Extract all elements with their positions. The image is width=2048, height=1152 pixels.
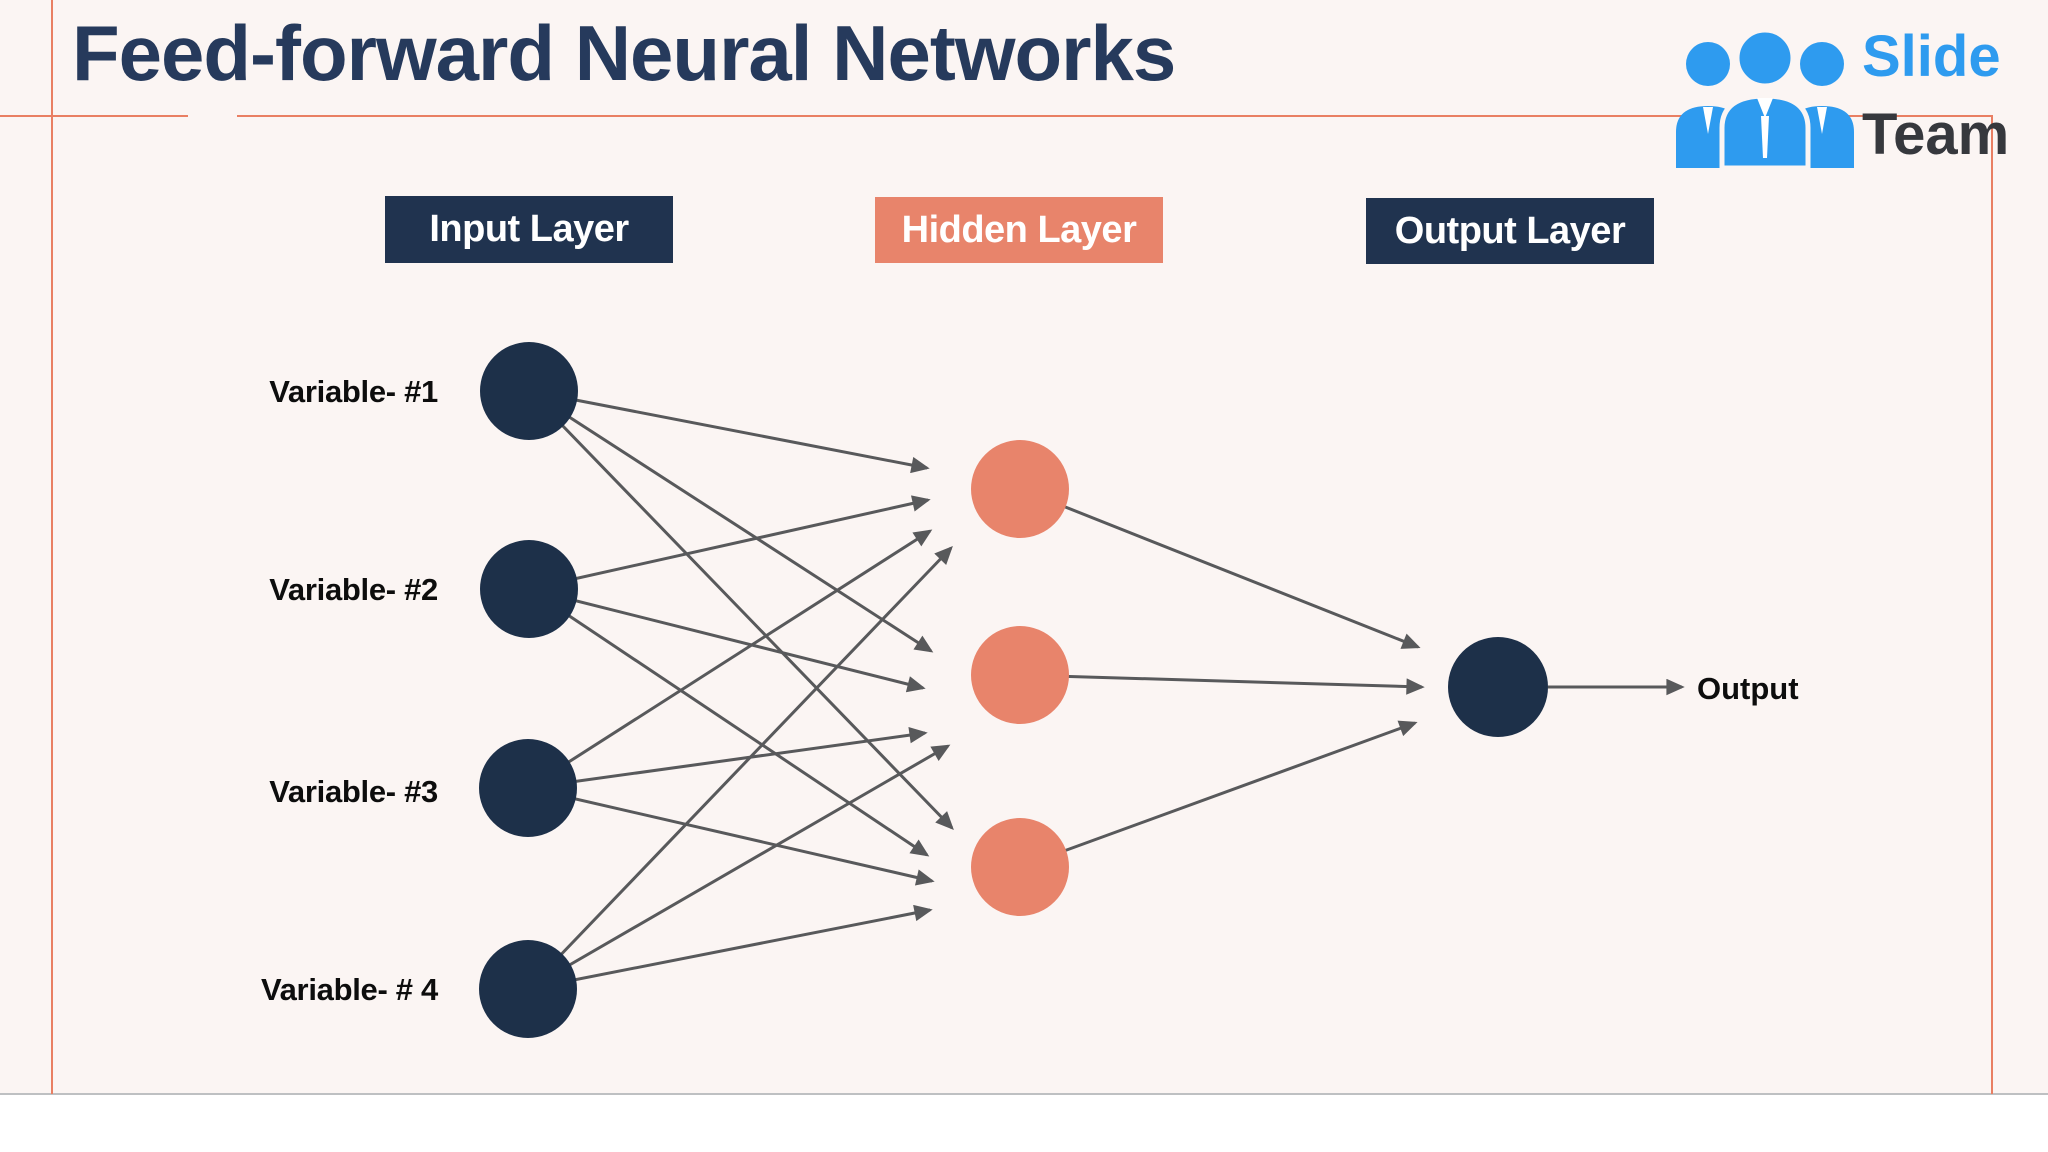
edge-input-to-hidden-8 bbox=[527, 744, 951, 991]
accent-horizontal-line-segment-b bbox=[237, 115, 1993, 117]
input-node-1 bbox=[480, 342, 578, 440]
edge-input-to-hidden-6 bbox=[528, 587, 926, 693]
accent-vertical-line-right bbox=[1991, 115, 1993, 1094]
logo-text-team: Team bbox=[1862, 102, 2010, 167]
edge-input-to-hidden-9 bbox=[527, 389, 954, 830]
hidden-node-3 bbox=[971, 818, 1069, 916]
edge-input-to-hidden-3 bbox=[527, 529, 933, 790]
edge-input-to-hidden-2 bbox=[528, 495, 931, 591]
accent-horizontal-line-segment-a bbox=[0, 115, 188, 117]
hidden-node-1 bbox=[971, 440, 1069, 538]
edge-input-to-hidden-11 bbox=[527, 786, 935, 886]
nodes-group bbox=[479, 342, 1548, 1038]
input-node-label-3: Variable- #3 bbox=[269, 774, 438, 809]
output-layer-badge: Output Layer bbox=[1366, 198, 1654, 264]
people-icon bbox=[1676, 28, 1854, 168]
hidden-layer-badge: Hidden Layer bbox=[875, 197, 1163, 263]
edge-input-to-hidden-5 bbox=[528, 389, 934, 653]
edge-input-to-hidden-4 bbox=[526, 546, 953, 991]
input-node-4 bbox=[479, 940, 577, 1038]
input-node-3 bbox=[479, 739, 577, 837]
accent-vertical-line-left bbox=[51, 0, 53, 1094]
edge-input-to-hidden-12 bbox=[527, 904, 933, 991]
hidden-node-2 bbox=[971, 626, 1069, 724]
edges-group bbox=[526, 389, 1685, 991]
edge-input-to-hidden-7 bbox=[527, 726, 928, 790]
edge-input-to-hidden-10 bbox=[528, 587, 930, 857]
input-node-label-2: Variable- #2 bbox=[269, 572, 438, 607]
output-node-1 bbox=[1448, 637, 1548, 737]
slideteam-logo: Slide Team bbox=[1662, 6, 2048, 174]
edge-hidden-to-output-2 bbox=[1019, 673, 1425, 695]
edge-input-to-hidden-1 bbox=[528, 389, 930, 474]
input-node-2 bbox=[480, 540, 578, 638]
edge-hidden-to-output-1 bbox=[1019, 487, 1421, 649]
output-label: Output bbox=[1697, 671, 1799, 706]
page-title: Feed-forward Neural Networks bbox=[72, 9, 1176, 97]
input-layer-badge: Input Layer bbox=[385, 196, 673, 263]
input-node-label-1: Variable- #1 bbox=[269, 374, 438, 409]
logo-text-slide: Slide bbox=[1862, 24, 2001, 89]
edge-hidden-to-output-3 bbox=[1019, 720, 1418, 869]
input-node-label-4: Variable- # 4 bbox=[260, 972, 438, 1007]
